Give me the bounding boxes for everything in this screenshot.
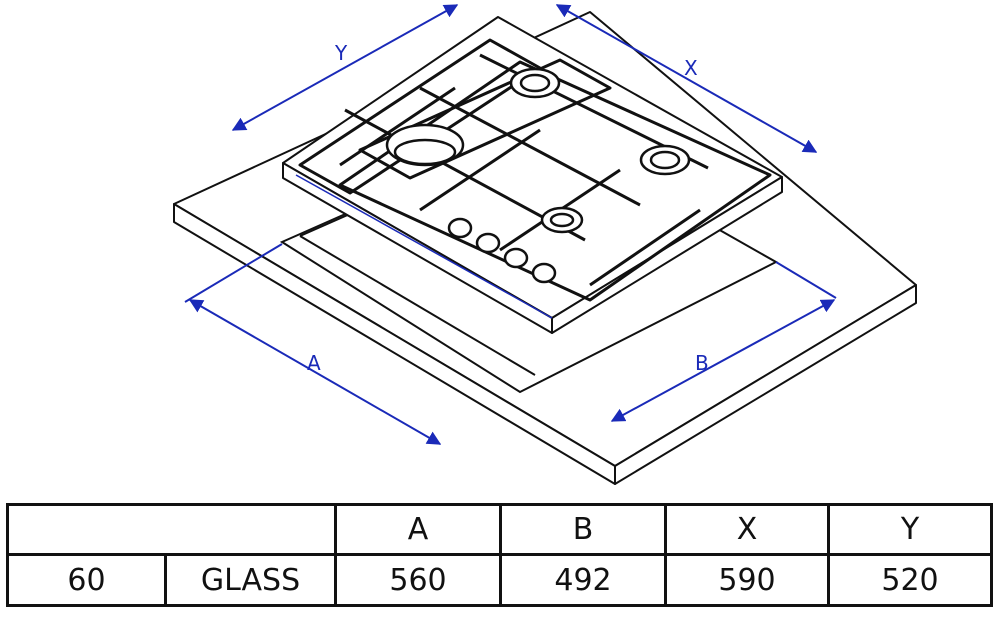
dimension-x [555,4,818,153]
dimension-y-label: Y [334,41,348,65]
control-knobs [447,217,557,284]
burner-right [639,144,691,176]
table-header-y: Y [827,503,993,556]
table-header-blank [6,503,337,556]
burner-front [540,206,584,234]
burner-large [385,123,465,167]
dimension-x-label: X [684,56,698,80]
table-header-b: B [499,503,667,556]
cell-size: 60 [6,553,167,607]
cell-material: GLASS [164,553,337,607]
dimension-a [184,243,442,445]
dimension-b-label: B [695,351,709,375]
table-row: 60 GLASS 560 492 590 520 [6,553,993,607]
dimensions-table: A B X Y 60 GLASS 560 492 590 520 [6,503,993,607]
dimension-y [231,4,459,131]
dimension-a-label: A [307,351,321,375]
cell-a: 560 [334,553,502,607]
cell-x: 590 [664,553,830,607]
table-header-x: X [664,503,830,556]
hob-installation-drawing: Y X A B [173,4,917,485]
table-header-a: A [334,503,502,556]
cell-b: 492 [499,553,667,607]
cell-y: 520 [827,553,993,607]
dimension-b [610,261,837,422]
burner-rear [509,67,561,99]
table-header-row: A B X Y [6,503,993,556]
